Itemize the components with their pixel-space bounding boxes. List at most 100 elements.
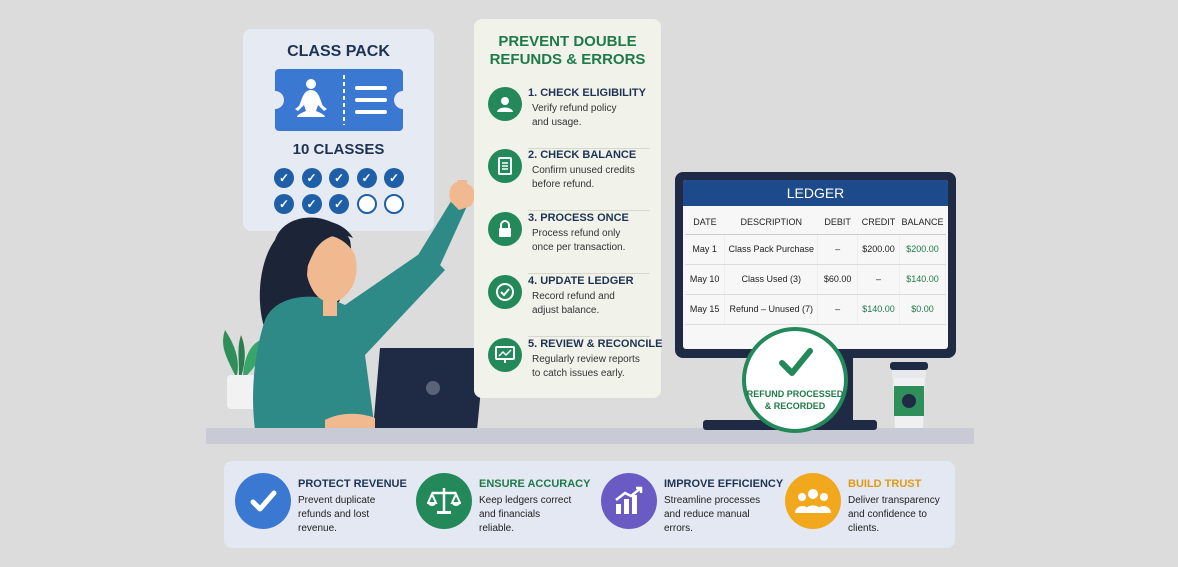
lock-icon (488, 212, 522, 246)
step-description: Record refund and adjust balance. (532, 290, 652, 318)
step-desc-line: before refund. (532, 179, 595, 190)
table-row: May 10 Class Used (3) $60.00 – $140.00 (685, 264, 946, 295)
benefit-desc-line: refunds and lost (298, 509, 370, 520)
cell: $60.00 (817, 264, 859, 295)
cell: Refund – Unused (7) (724, 294, 819, 325)
divider (528, 148, 650, 149)
cell: May 15 (685, 294, 726, 325)
table-row: May 1 Class Pack Purchase – $200.00 $200… (685, 234, 946, 265)
benefit-desc-line: Streamline processes (664, 495, 761, 506)
benefit-description: Streamline processes and reduce manual e… (664, 494, 779, 536)
cell: Class Used (3) (724, 264, 819, 295)
benefit-description: Prevent duplicate refunds and lost reven… (298, 494, 413, 536)
checks-row-2: ✓ ✓ ✓ (274, 194, 404, 214)
column-header: DEBIT (817, 210, 858, 235)
cell: $200.00 (899, 234, 946, 265)
step-desc-line: Process refund only (532, 228, 621, 239)
step-description: Verify refund policy and usage. (532, 102, 652, 130)
cell: May 1 (685, 234, 726, 265)
step-desc-line: Record refund and (532, 291, 615, 302)
column-header: DESCRIPTION (724, 210, 818, 235)
cell: May 10 (685, 264, 726, 295)
cell: $140.00 (899, 264, 946, 295)
step-desc-line: Regularly review reports (532, 354, 640, 365)
step-description: Regularly review reports to catch issues … (532, 353, 652, 381)
step-heading: 2. CHECK BALANCE (528, 149, 637, 161)
benefit-desc-line: and financials (479, 509, 541, 520)
woman-at-laptop-illustration (223, 180, 485, 430)
empty-circle-icon (384, 194, 404, 214)
step-process-once: 3. PROCESS ONCE Process refund only once … (488, 212, 650, 274)
benefit-desc-line: and reduce manual (664, 509, 750, 520)
cell: – (817, 234, 859, 265)
check-icon: ✓ (356, 168, 377, 188)
person-icon (488, 87, 522, 121)
step-desc-line: Confirm unused credits (532, 165, 635, 176)
check-icon: ✓ (329, 168, 349, 188)
step-heading: 4. UPDATE LEDGER (528, 275, 634, 287)
benefit-desc-line: and confidence to (848, 509, 927, 520)
step-heading: 1. CHECK ELIGIBILITY (528, 87, 646, 99)
monitor: LEDGER DATE DESCRIPTION DEBIT CREDIT BAL… (675, 172, 956, 358)
benefit-heading: IMPROVE EFFICIENCY (664, 478, 784, 490)
cell: $140.00 (857, 294, 900, 325)
divider (528, 210, 650, 211)
cell: – (817, 294, 859, 325)
check-icon: ✓ (274, 168, 294, 188)
benefit-desc-line: clients. (848, 523, 880, 534)
checkmark-icon (235, 473, 291, 529)
cell: $200.00 (857, 234, 900, 265)
checkmark-icon (779, 348, 813, 376)
benefit-description: Deliver transparency and confidence to c… (848, 494, 963, 536)
check-icon: ✓ (301, 168, 322, 188)
badge-label-line: & RECORDED (764, 401, 826, 411)
class-pack-title: CLASS PACK (287, 43, 390, 60)
divider (528, 336, 650, 337)
checks-row-1: ✓ ✓ ✓ ✓ ✓ (274, 168, 404, 188)
benefit-heading: ENSURE ACCURACY (479, 478, 591, 490)
step-heading: 3. PROCESS ONCE (528, 212, 629, 224)
benefit-desc-line: Prevent duplicate (298, 495, 376, 506)
benefit-desc-line: Keep ledgers correct (479, 495, 572, 506)
check-icon: ✓ (329, 194, 349, 214)
growth-chart-icon (601, 473, 657, 529)
badge-label-line: REFUND PROCESSED (746, 389, 844, 399)
step-heading: 5. REVIEW & RECONCILE (528, 338, 663, 350)
document-icon (488, 149, 522, 183)
step-desc-line: to catch issues early. (532, 368, 625, 379)
step-update-ledger: 4. UPDATE LEDGER Record refund and adjust… (488, 275, 650, 337)
table-row: May 15 Refund – Unused (7) – $140.00 $0.… (685, 294, 946, 325)
step-description: Confirm unused credits before refund. (532, 164, 652, 192)
column-header: DATE (685, 210, 725, 235)
benefit-heading: BUILD TRUST (848, 478, 922, 490)
class-pack-card: CLASS PACK 10 CLASSES ✓ ✓ ✓ ✓ ✓ ✓ ✓ ✓ (243, 29, 434, 231)
class-count: 10 CLASSES (292, 141, 385, 158)
step-check-eligibility: 1. CHECK ELIGIBILITY Verify refund polic… (488, 87, 650, 149)
empty-circle-icon (356, 194, 377, 214)
prevent-errors-panel: PREVENT DOUBLE REFUNDS & ERRORS 1. CHECK… (474, 19, 663, 398)
step-description: Process refund only once per transaction. (532, 227, 652, 255)
monitor-chart-icon (488, 338, 522, 372)
column-header: BALANCE (899, 210, 946, 235)
step-desc-line: once per transaction. (532, 242, 626, 253)
ledger-screen: LEDGER DATE DESCRIPTION DEBIT CREDIT BAL… (683, 180, 948, 349)
check-circle-icon (488, 275, 522, 309)
benefits-bar: PROTECT REVENUE Prevent duplicate refund… (224, 461, 955, 548)
check-icon: ✓ (274, 194, 294, 214)
ledger-header-row: DATE DESCRIPTION DEBIT CREDIT BALANCE (685, 210, 946, 235)
badge-label: REFUND PROCESSED & RECORDED (746, 388, 844, 412)
step-desc-line: adjust balance. (532, 305, 600, 316)
benefit-desc-line: revenue. (298, 523, 337, 534)
panel-title: PREVENT DOUBLE REFUNDS & ERRORS (474, 33, 661, 69)
refund-processed-badge: REFUND PROCESSED & RECORDED (742, 327, 848, 433)
ledger-title: LEDGER (683, 180, 948, 206)
check-icon: ✓ (384, 168, 404, 188)
scales-icon (416, 473, 472, 529)
cell: $0.00 (899, 294, 946, 325)
coffee-cup-icon (890, 362, 928, 428)
step-desc-line: Verify refund policy (532, 103, 617, 114)
benefit-desc-line: reliable. (479, 523, 515, 534)
step-check-balance: 2. CHECK BALANCE Confirm unused credits b… (488, 149, 650, 211)
benefit-desc-line: Deliver transparency (848, 495, 940, 506)
step-desc-line: and usage. (532, 117, 582, 128)
